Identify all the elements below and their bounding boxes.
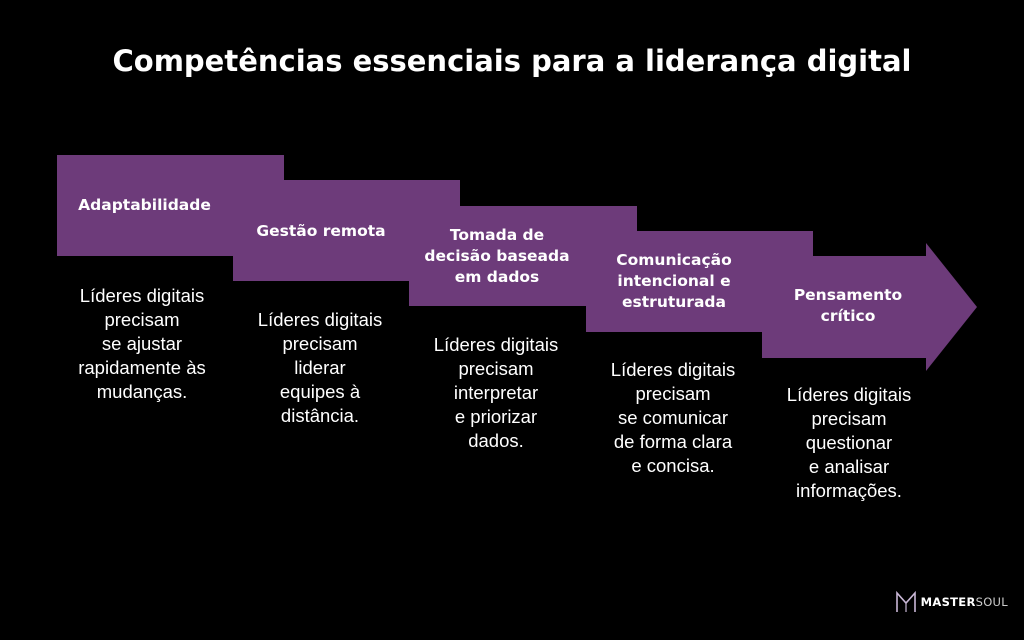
step-4-label: Comunicação intencional e estruturada <box>616 251 732 311</box>
step-3-description: Líderes digitais precisam interpretar e … <box>433 334 559 451</box>
staircase-arrow-shape <box>57 155 977 371</box>
mastersoul-logo: MASTERSOUL <box>895 590 1008 614</box>
step-4-description: Líderes digitais precisam se comunicar d… <box>610 359 736 476</box>
step-1-description: Líderes digitais precisam se ajustar rap… <box>78 285 206 402</box>
step-5-description: Líderes digitais precisam questionar e a… <box>786 384 912 501</box>
diagram-title: Competências essenciais para a liderança… <box>112 44 912 78</box>
step-2-description: Líderes digitais precisam liderar equipe… <box>257 309 383 426</box>
step-5-label: Pensamento crítico <box>793 286 903 325</box>
mastersoul-logo-icon <box>895 590 916 612</box>
step-3-label: Tomada de decisão baseada em dados <box>424 226 570 286</box>
mastersoul-logo-text: MASTERSOUL <box>920 595 1008 609</box>
step-2-label: Gestão remota <box>256 222 386 240</box>
step-1-label: Adaptabilidade <box>78 196 211 214</box>
